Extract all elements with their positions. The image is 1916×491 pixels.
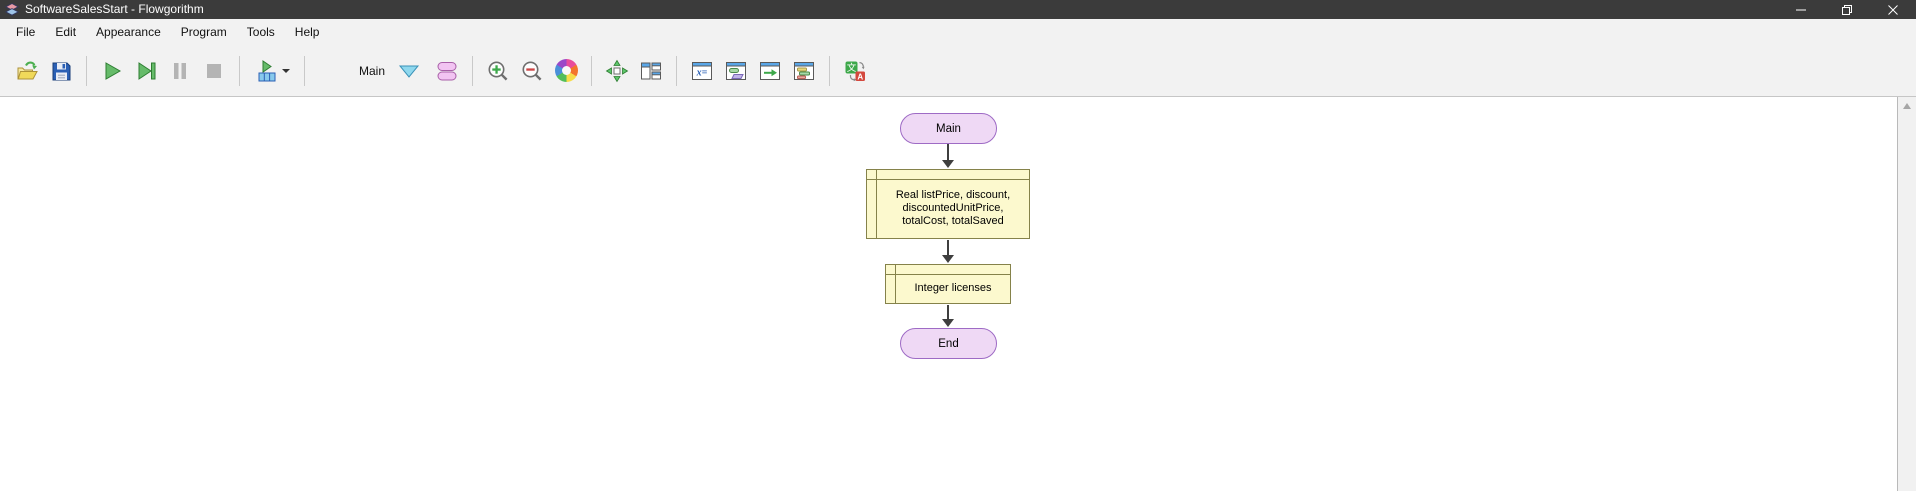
titlebar: SoftwareSalesStart - Flowgorithm (0, 0, 1916, 19)
save-button[interactable] (44, 51, 78, 91)
shapes-icon (437, 61, 457, 80)
node-end-label: End (938, 337, 959, 350)
pause-icon (174, 62, 186, 79)
run-layout-button[interactable] (248, 51, 296, 91)
zoom-in-icon (488, 61, 508, 80)
arrowhead-icon (942, 319, 954, 327)
step-button[interactable] (129, 51, 163, 91)
declare-2-label: Integer licenses (914, 282, 992, 294)
flowchart-node-main[interactable]: Main (900, 113, 997, 144)
declare-left-rule (895, 265, 896, 303)
variable-watch-button[interactable]: x= (685, 51, 719, 91)
pause-button[interactable] (163, 51, 197, 91)
declare-left-rule (876, 170, 877, 238)
menu-edit[interactable]: Edit (55, 25, 77, 39)
flowgorithm-logo-icon[interactable] (5, 3, 19, 16)
minimize-icon (1796, 9, 1806, 10)
connector-line (947, 305, 949, 320)
save-icon (52, 62, 71, 80)
fit-window-icon (605, 59, 629, 82)
toolbar-separator (86, 55, 87, 86)
declare-top-rule (867, 179, 1029, 180)
run-button[interactable] (95, 51, 129, 91)
run-layout-icon (258, 59, 275, 81)
toolbar-separator (676, 55, 678, 86)
panel-layout-icon (641, 62, 662, 79)
scrollbar-up-button[interactable] (1898, 97, 1916, 114)
flowchart-node-declare-1[interactable]: Real listPrice, discount, discountedUnit… (866, 169, 1030, 239)
open-icon (17, 61, 38, 79)
menu-help[interactable]: Help (294, 25, 320, 39)
menubar: File Edit Appearance Program Tools Help (0, 19, 1916, 45)
run-icon (105, 61, 122, 80)
flowchart-canvas[interactable]: Main Real listPrice, discount, discounte… (0, 96, 1916, 491)
fit-window-button[interactable] (600, 51, 634, 91)
menu-file[interactable]: File (16, 25, 36, 39)
flowchart-connector-1[interactable] (942, 144, 954, 168)
flowchart-node-end[interactable]: End (900, 328, 997, 359)
svg-text:x=: x= (696, 67, 708, 78)
scroll-up-arrow-icon (1903, 102, 1911, 109)
arrowhead-icon (942, 255, 954, 263)
toolbar-separator (239, 55, 240, 86)
shapes-button[interactable] (430, 51, 464, 91)
minimize-button[interactable] (1778, 0, 1824, 19)
translate-button[interactable]: 文 A (838, 51, 872, 91)
stop-button[interactable] (197, 51, 231, 91)
panel-layout-button[interactable] (634, 51, 668, 91)
flowchart-connector-3[interactable] (942, 305, 954, 327)
menu-program[interactable]: Program (180, 25, 227, 39)
source-window-icon (794, 61, 815, 80)
colors-button[interactable] (549, 51, 583, 91)
toolbar-separator (304, 55, 305, 86)
connector-line (947, 144, 949, 161)
color-wheel-icon (554, 59, 578, 82)
svg-text:文: 文 (847, 61, 857, 73)
stop-icon (207, 63, 221, 78)
declare-1-label: Real listPrice, discount, discountedUnit… (895, 189, 1011, 227)
toolbar-separator (829, 55, 831, 86)
close-button[interactable] (1870, 0, 1916, 19)
arrowhead-icon (942, 160, 954, 168)
restore-button[interactable] (1824, 0, 1870, 19)
toolbar-separator (591, 55, 593, 86)
console-window-icon (760, 61, 781, 80)
source-window-button[interactable] (787, 51, 821, 91)
variable-watch-icon: x= (692, 61, 713, 80)
svg-text:A: A (857, 72, 863, 81)
function-selector-value: Main (359, 63, 386, 78)
zoom-out-button[interactable] (515, 51, 549, 91)
toolbar: Main (0, 45, 1916, 96)
connector-line (947, 240, 949, 256)
console-window-button[interactable] (753, 51, 787, 91)
flowchart-window-icon (726, 61, 747, 80)
vertical-scrollbar[interactable] (1897, 97, 1916, 491)
step-icon (138, 61, 156, 80)
flowchart-node-declare-2[interactable]: Integer licenses (885, 264, 1011, 304)
window-title: SoftwareSalesStart - Flowgorithm (25, 2, 204, 16)
close-icon (1888, 4, 1898, 15)
function-dropdown-icon (398, 65, 420, 78)
declare-top-rule (886, 274, 1010, 275)
translate-icon: 文 A (845, 61, 866, 81)
menu-tools[interactable]: Tools (246, 25, 275, 39)
zoom-out-icon (522, 61, 542, 80)
toolbar-separator (472, 55, 474, 86)
zoom-in-button[interactable] (481, 51, 515, 91)
restore-icon (1842, 4, 1852, 15)
node-main-label: Main (936, 122, 961, 135)
flowchart-window-button[interactable] (719, 51, 753, 91)
function-selector[interactable]: Main (349, 51, 430, 91)
menu-appearance[interactable]: Appearance (96, 25, 161, 39)
run-layout-dropdown-icon (281, 68, 290, 73)
flowchart-connector-2[interactable] (942, 240, 954, 263)
open-button[interactable] (10, 51, 44, 91)
